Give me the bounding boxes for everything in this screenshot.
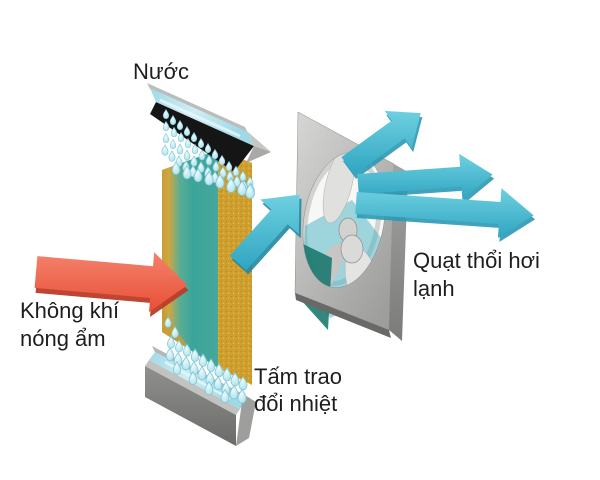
water-droplet [181,356,191,371]
water-droplet [229,384,239,400]
water-supply-tray [147,83,271,172]
tray-front-face [145,366,236,446]
water-droplet [176,143,184,155]
cool-arrow-body [355,188,534,238]
water-droplet [183,149,191,161]
heat-exchange-pad [162,150,252,385]
tray-near-rim [145,360,240,415]
water-droplet [168,150,176,162]
pad-label-line1: Tấm trao [254,364,342,389]
hot-air-label-line1: Không khí [20,298,119,323]
cool-arrow-body [341,110,421,175]
water-droplet [213,376,223,391]
cool-air-arrow-bottom [355,188,536,242]
cool-arrow-body [357,153,493,200]
hot-air-arrow-body [34,252,188,312]
water-droplet [197,366,207,381]
hot-air-arrow [34,252,189,317]
water-droplet [161,144,169,156]
water-droplet [162,133,170,144]
water-droplet [190,155,198,167]
pad-side-face [218,150,252,385]
water-label: Nước [133,59,189,84]
pad-front-face [162,150,218,368]
water-droplet [169,139,177,150]
fan-frame-bottom [295,293,391,338]
tray-end-cap-side [246,146,271,163]
fan-label-line1: Quạt thổi hơi [413,248,540,273]
cool-arrow-body [229,194,300,271]
water-highlight [159,98,241,138]
fan-hub [340,234,364,264]
tray-end-cap [248,132,271,152]
water-droplet [165,347,175,361]
fan-label-line2: lạnh [413,276,455,301]
tray-end-face [236,394,256,446]
cool-air-arrow-middle [357,153,495,204]
cool-air-arrow-top [341,110,423,179]
water-droplet [237,388,247,404]
hot-air-label-line2: nóng ẩm [20,326,106,351]
cool-air-main-arrow [229,194,302,275]
tray-underside [150,102,254,172]
tray-far-rim [147,83,248,133]
pad-label-line2: đổi nhiệt [254,391,337,416]
water-droplet [198,149,206,161]
